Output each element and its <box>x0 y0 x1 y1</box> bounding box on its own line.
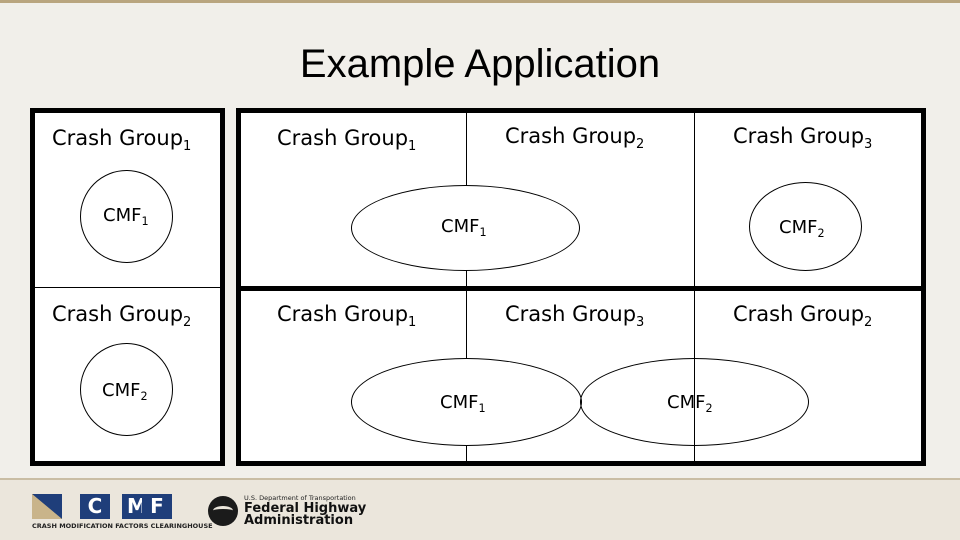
right-top-cmf-1-label: CMF1 <box>441 216 487 240</box>
right-top-cmf-2-ellipse <box>749 182 862 271</box>
left-bottom-crash-group-label: Crash Group2 <box>52 302 192 330</box>
fhwa-name-text: Federal Highway Administration <box>244 501 367 528</box>
right-bottom-cmf-1-ellipse <box>351 358 582 446</box>
right-bottom-crash-group-1-label: Crash Group1 <box>277 302 417 330</box>
slide-title: Example Application <box>299 42 661 86</box>
right-bottom-cmf-2-ellipse <box>580 358 809 446</box>
left-top-cmf-label: CMF1 <box>103 205 149 229</box>
left-bottom-cmf-label: CMF2 <box>102 380 148 404</box>
cmf-emblem-icon <box>32 494 62 519</box>
fhwa-name-line-1: Federal Highway <box>244 501 367 516</box>
cmf-logo-emblem <box>32 494 62 519</box>
left-divider <box>35 287 220 288</box>
right-bottom-cmf-2-label: CMF2 <box>667 392 713 416</box>
right-bottom-crash-group-2-label: Crash Group2 <box>733 302 873 330</box>
cmf-logo-letter-f: F <box>142 494 172 519</box>
right-top-crash-group-3-label: Crash Group3 <box>733 124 873 152</box>
cmf-logo-tagline: CRASH MODIFICATION FACTORS CLEARINGHOUSE <box>32 522 213 530</box>
fhwa-department-text: U.S. Department of Transportation <box>244 494 356 502</box>
right-top-cmf-1-ellipse <box>351 185 580 271</box>
right-bottom-crash-group-3-label: Crash Group3 <box>505 302 645 330</box>
right-top-divider-2 <box>694 112 695 286</box>
cmf-logo-letter-c: C <box>80 494 110 519</box>
top-accent-bar <box>0 0 960 3</box>
fhwa-name-line-2: Administration <box>244 513 354 528</box>
fhwa-emblem-icon <box>208 496 238 526</box>
right-top-cmf-2-label: CMF2 <box>779 217 825 241</box>
right-bottom-cmf-1-label: CMF1 <box>440 392 486 416</box>
left-bottom-cmf-ellipse <box>80 343 173 436</box>
left-top-cmf-ellipse <box>80 170 173 263</box>
left-top-crash-group-label: Crash Group1 <box>52 126 192 154</box>
right-top-crash-group-1-label: Crash Group1 <box>277 126 417 154</box>
right-middle-divider <box>238 286 924 291</box>
right-top-crash-group-2-label: Crash Group2 <box>505 124 645 152</box>
